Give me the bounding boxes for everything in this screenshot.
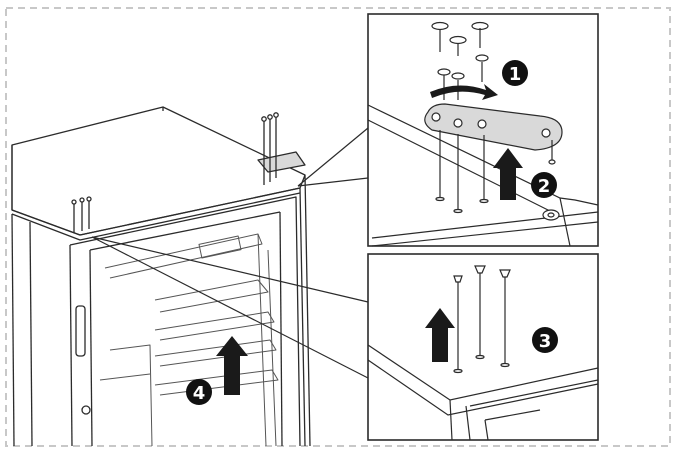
callout-leaders [91,127,369,379]
main-top-hinge [257,112,306,185]
hinge-screws [431,21,489,100]
detached-screws [453,265,511,374]
step-number-3: 3 [539,331,552,352]
callout-screw-detail: 3 [367,253,599,441]
fridge-door [69,196,301,447]
dashed-frame [5,7,671,447]
front-left-screws [71,196,92,233]
step-badge-1: 1 [502,60,528,86]
up-arrow-icon [216,336,248,395]
step-badge-2: 2 [531,172,557,198]
door-lock [81,405,91,415]
step-number-2: 2 [538,176,551,197]
step-badge-4: 4 [186,379,212,405]
callout-hinge-detail: 1 2 [367,13,599,247]
up-arrow-icon [425,308,455,362]
refrigerator-illustration [11,106,311,447]
door-handle [75,305,86,357]
step-number-4: 4 [193,383,206,404]
curved-arrow-icon [430,84,498,100]
step-number-1: 1 [509,64,522,85]
up-arrow-icon [493,148,523,200]
hinge-plate [424,103,563,151]
step-badge-3: 3 [532,327,558,353]
interior-shelves [99,233,279,447]
